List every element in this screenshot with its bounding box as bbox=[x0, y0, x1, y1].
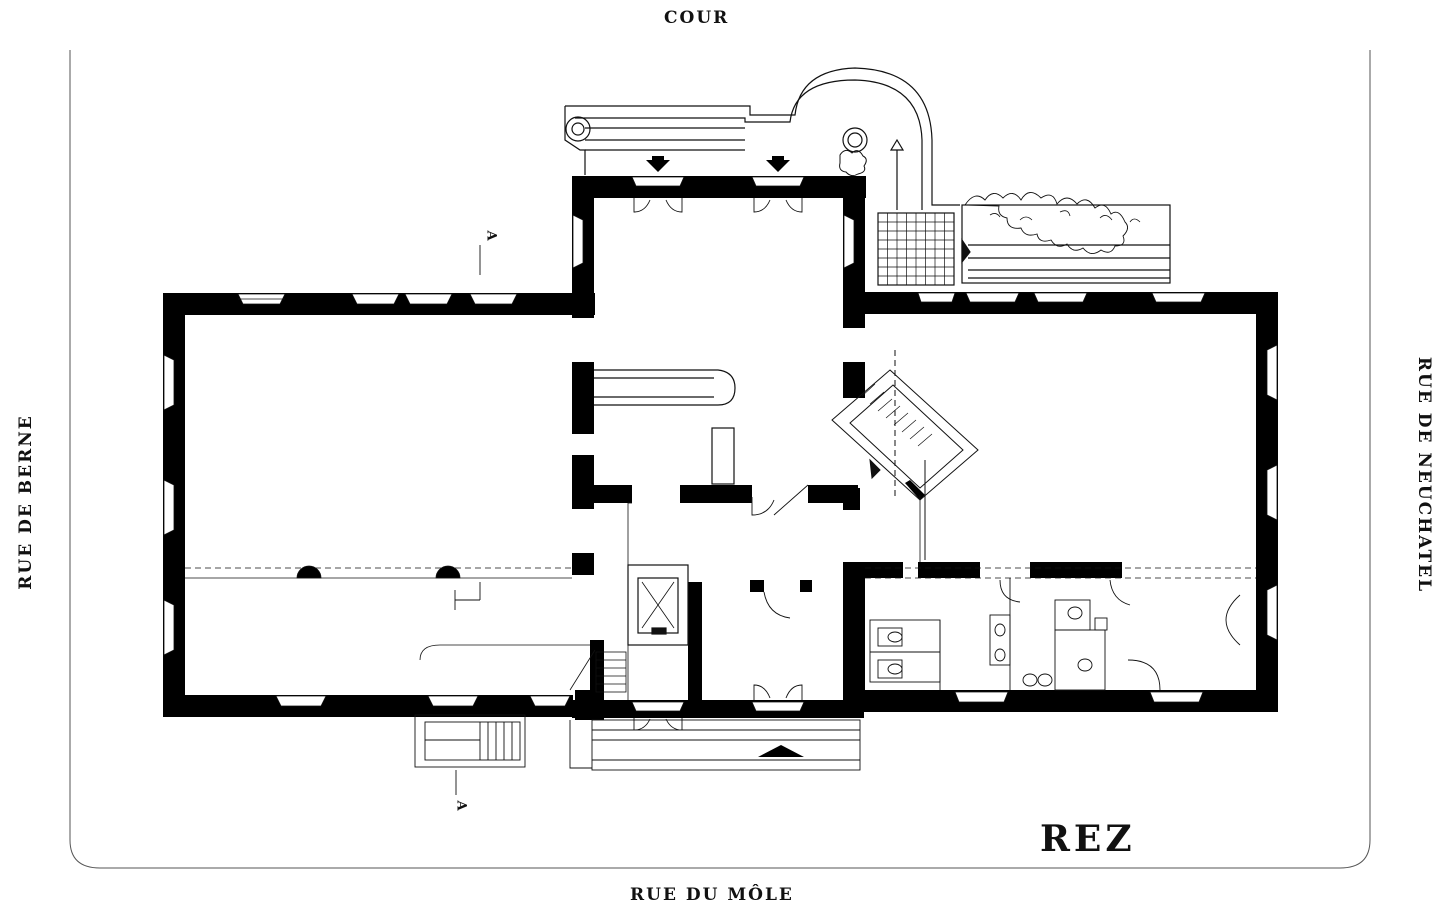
beam-lines bbox=[185, 495, 1256, 700]
south-stair bbox=[414, 714, 526, 768]
street-label-west: RUE DE BERNE bbox=[16, 414, 36, 590]
staircase bbox=[831, 350, 979, 560]
elevator bbox=[627, 564, 689, 646]
entry-arrows bbox=[646, 156, 804, 757]
section-lines bbox=[454, 245, 481, 795]
grating-landing bbox=[877, 212, 955, 286]
windows bbox=[163, 176, 1278, 712]
doors bbox=[633, 198, 1241, 731]
service-stair bbox=[419, 644, 627, 693]
courtyard-terrace bbox=[564, 67, 960, 210]
entrance-steps bbox=[569, 719, 861, 771]
planter bbox=[961, 192, 1171, 284]
section-mark-bottom: A bbox=[453, 800, 469, 811]
street-label-south: RUE DU MÔLE bbox=[630, 885, 794, 905]
reception-counter bbox=[594, 369, 736, 485]
street-label-east: RUE DE NEUCHATEL bbox=[1414, 356, 1434, 594]
wc-block bbox=[869, 578, 1108, 691]
level-title: REZ bbox=[1040, 818, 1136, 860]
sheet-border bbox=[69, 50, 1371, 869]
section-mark-top: A bbox=[483, 230, 499, 241]
courtyard-label: COUR bbox=[664, 8, 730, 28]
